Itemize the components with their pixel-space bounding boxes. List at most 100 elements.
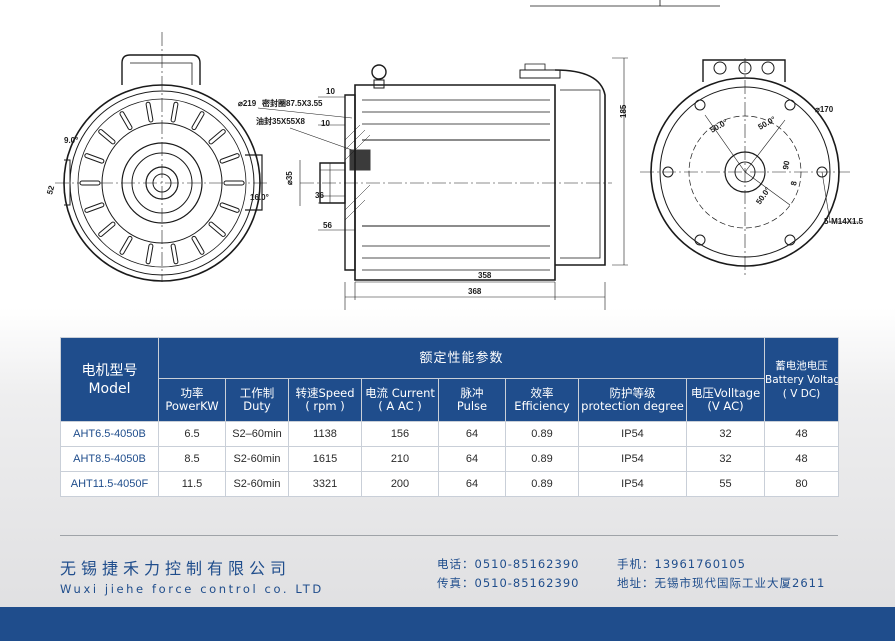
cell-protection: IP54 <box>578 471 687 497</box>
end-view-left <box>55 32 270 282</box>
dim-185: 185 <box>619 104 628 118</box>
cell-protection: IP54 <box>578 421 687 447</box>
dim-angle-50-b: 50.0° <box>757 115 778 132</box>
cell-voltage: 32 <box>685 421 766 447</box>
cell-protection: IP54 <box>578 446 687 472</box>
cooling-rib-inner <box>146 102 153 122</box>
cooling-rib-inner <box>99 222 115 236</box>
cooling-rib-inner <box>171 244 178 264</box>
header-col-label-en: Efficiency <box>514 399 570 413</box>
cell-voltage: 32 <box>685 446 766 472</box>
header-model: 电机型号 Model <box>60 337 159 422</box>
dim-seal-ring: 密封圈87.5X3.55 <box>261 98 323 108</box>
header-col-label-en: Duty <box>243 399 271 413</box>
cell-efficiency: 0.89 <box>505 471 579 497</box>
cooling-rib-inner <box>171 102 178 122</box>
header-col-7: 电压Volltage(V AC) <box>685 378 766 422</box>
contact-tel: 电话：0510-85162390 <box>437 557 580 571</box>
dim-10-lower: 10 <box>321 119 330 128</box>
cell-speed: 1138 <box>288 421 362 447</box>
dim-bolt-thread: 5-M14X1.5 <box>824 217 864 226</box>
cell-duty: S2-60min <box>225 471 289 497</box>
footer-divider <box>60 535 838 536</box>
cell-duty: S2–60min <box>225 421 289 447</box>
header-col-label-en: Pulse <box>456 399 488 413</box>
cooling-rib-inner <box>192 112 204 130</box>
header-col-label-cn: 电流 Current <box>365 386 435 400</box>
header-battery-en: Battery Voltage <box>765 373 839 386</box>
header-col-label-cn: 工作制 <box>239 386 275 400</box>
cooling-rib-inner <box>85 203 104 212</box>
cooling-ribs-left <box>79 101 245 265</box>
cooling-rib-inner <box>146 244 153 264</box>
dim-angle-50-a: 50.0° <box>709 118 730 135</box>
header-col-label-en: ( A AC ) <box>378 399 422 413</box>
cell-current: 210 <box>361 446 439 472</box>
cell-speed: 3321 <box>288 471 362 497</box>
cooling-rib-inner <box>99 130 115 144</box>
cell-power: 6.5 <box>158 421 226 447</box>
dim-diameter-170: ⌀170 <box>815 105 834 114</box>
header-col-label-cn: 脉冲 <box>460 386 484 400</box>
header-battery-unit: ( V DC) <box>782 387 821 400</box>
header-model-cn: 电机型号 <box>81 362 138 379</box>
contact-mobile: 手机：13961760105 <box>617 557 746 571</box>
cooling-rib-inner <box>220 154 239 163</box>
contact-address: 地址：无锡市现代国际工业大厦2611 <box>617 576 826 590</box>
dim-shaft-diameter: ⌀35 <box>285 171 294 185</box>
cell-power: 8.5 <box>158 446 226 472</box>
header-rated-performance: 额定性能参数 <box>157 337 766 379</box>
dim-10-top: 10 <box>326 87 335 96</box>
cell-duty: S2-60min <box>225 446 289 472</box>
header-col-label-en: (V AC) <box>707 399 744 413</box>
dim-oil-seal: 油封35X55X8 <box>256 116 305 126</box>
contact-fax: 传真：0510-85162390 <box>437 576 580 590</box>
company-name-en: Wuxi jiehe force control co. LTD <box>60 582 324 596</box>
dim-8: 8 <box>789 180 799 186</box>
dim-angle-16: 16.0° <box>250 193 269 202</box>
dim-90: 90 <box>781 159 792 170</box>
cell-battery: 48 <box>764 421 840 447</box>
dim-52: 52 <box>45 184 56 195</box>
dim-368: 368 <box>468 287 482 296</box>
header-col-label-en: PowerKW <box>165 399 219 413</box>
cell-model: AHT8.5-4050B <box>60 446 159 472</box>
company-name-cn: 无锡捷禾力控制有限公司 <box>60 559 292 578</box>
dim-36: 36 <box>315 191 324 200</box>
cell-efficiency: 0.89 <box>505 446 579 472</box>
header-col-label-en: protection degree <box>581 399 684 413</box>
motor-technical-drawing: ⌀219 密封圈87.5X3.55 油封35X55X8 10 10 36 56 … <box>45 0 864 310</box>
header-col-label-cn: 功率 <box>180 386 204 400</box>
dim-diameter-219: ⌀219 <box>238 99 257 108</box>
header-col-2: 转速Speed( rpm ) <box>288 378 362 422</box>
cell-model: AHT11.5-4050F <box>60 471 159 497</box>
cooling-rib-inner <box>120 236 132 254</box>
cell-battery: 80 <box>764 471 840 497</box>
cell-model: AHT6.5-4050B <box>60 421 159 447</box>
dim-56: 56 <box>323 221 332 230</box>
cooling-rib-inner <box>209 130 225 144</box>
side-section-view <box>257 57 628 310</box>
cell-power: 11.5 <box>158 471 226 497</box>
motor-spec-table: 电机型号 Model 额定性能参数 蓄电池电压 Battery Voltage … <box>60 337 840 497</box>
cell-pulse: 64 <box>438 446 506 472</box>
cell-current: 156 <box>361 421 439 447</box>
dim-angle-9: 9.0° <box>64 136 78 145</box>
dim-358: 358 <box>478 271 492 280</box>
cooling-rib-inner <box>85 154 104 163</box>
cooling-rib-inner <box>192 236 204 254</box>
header-battery-cn: 蓄电池电压 <box>775 359 828 372</box>
cell-current: 200 <box>361 471 439 497</box>
cell-battery: 48 <box>764 446 840 472</box>
cell-pulse: 64 <box>438 421 506 447</box>
header-col-label-cn: 转速Speed <box>295 386 355 400</box>
cell-efficiency: 0.89 <box>505 421 579 447</box>
